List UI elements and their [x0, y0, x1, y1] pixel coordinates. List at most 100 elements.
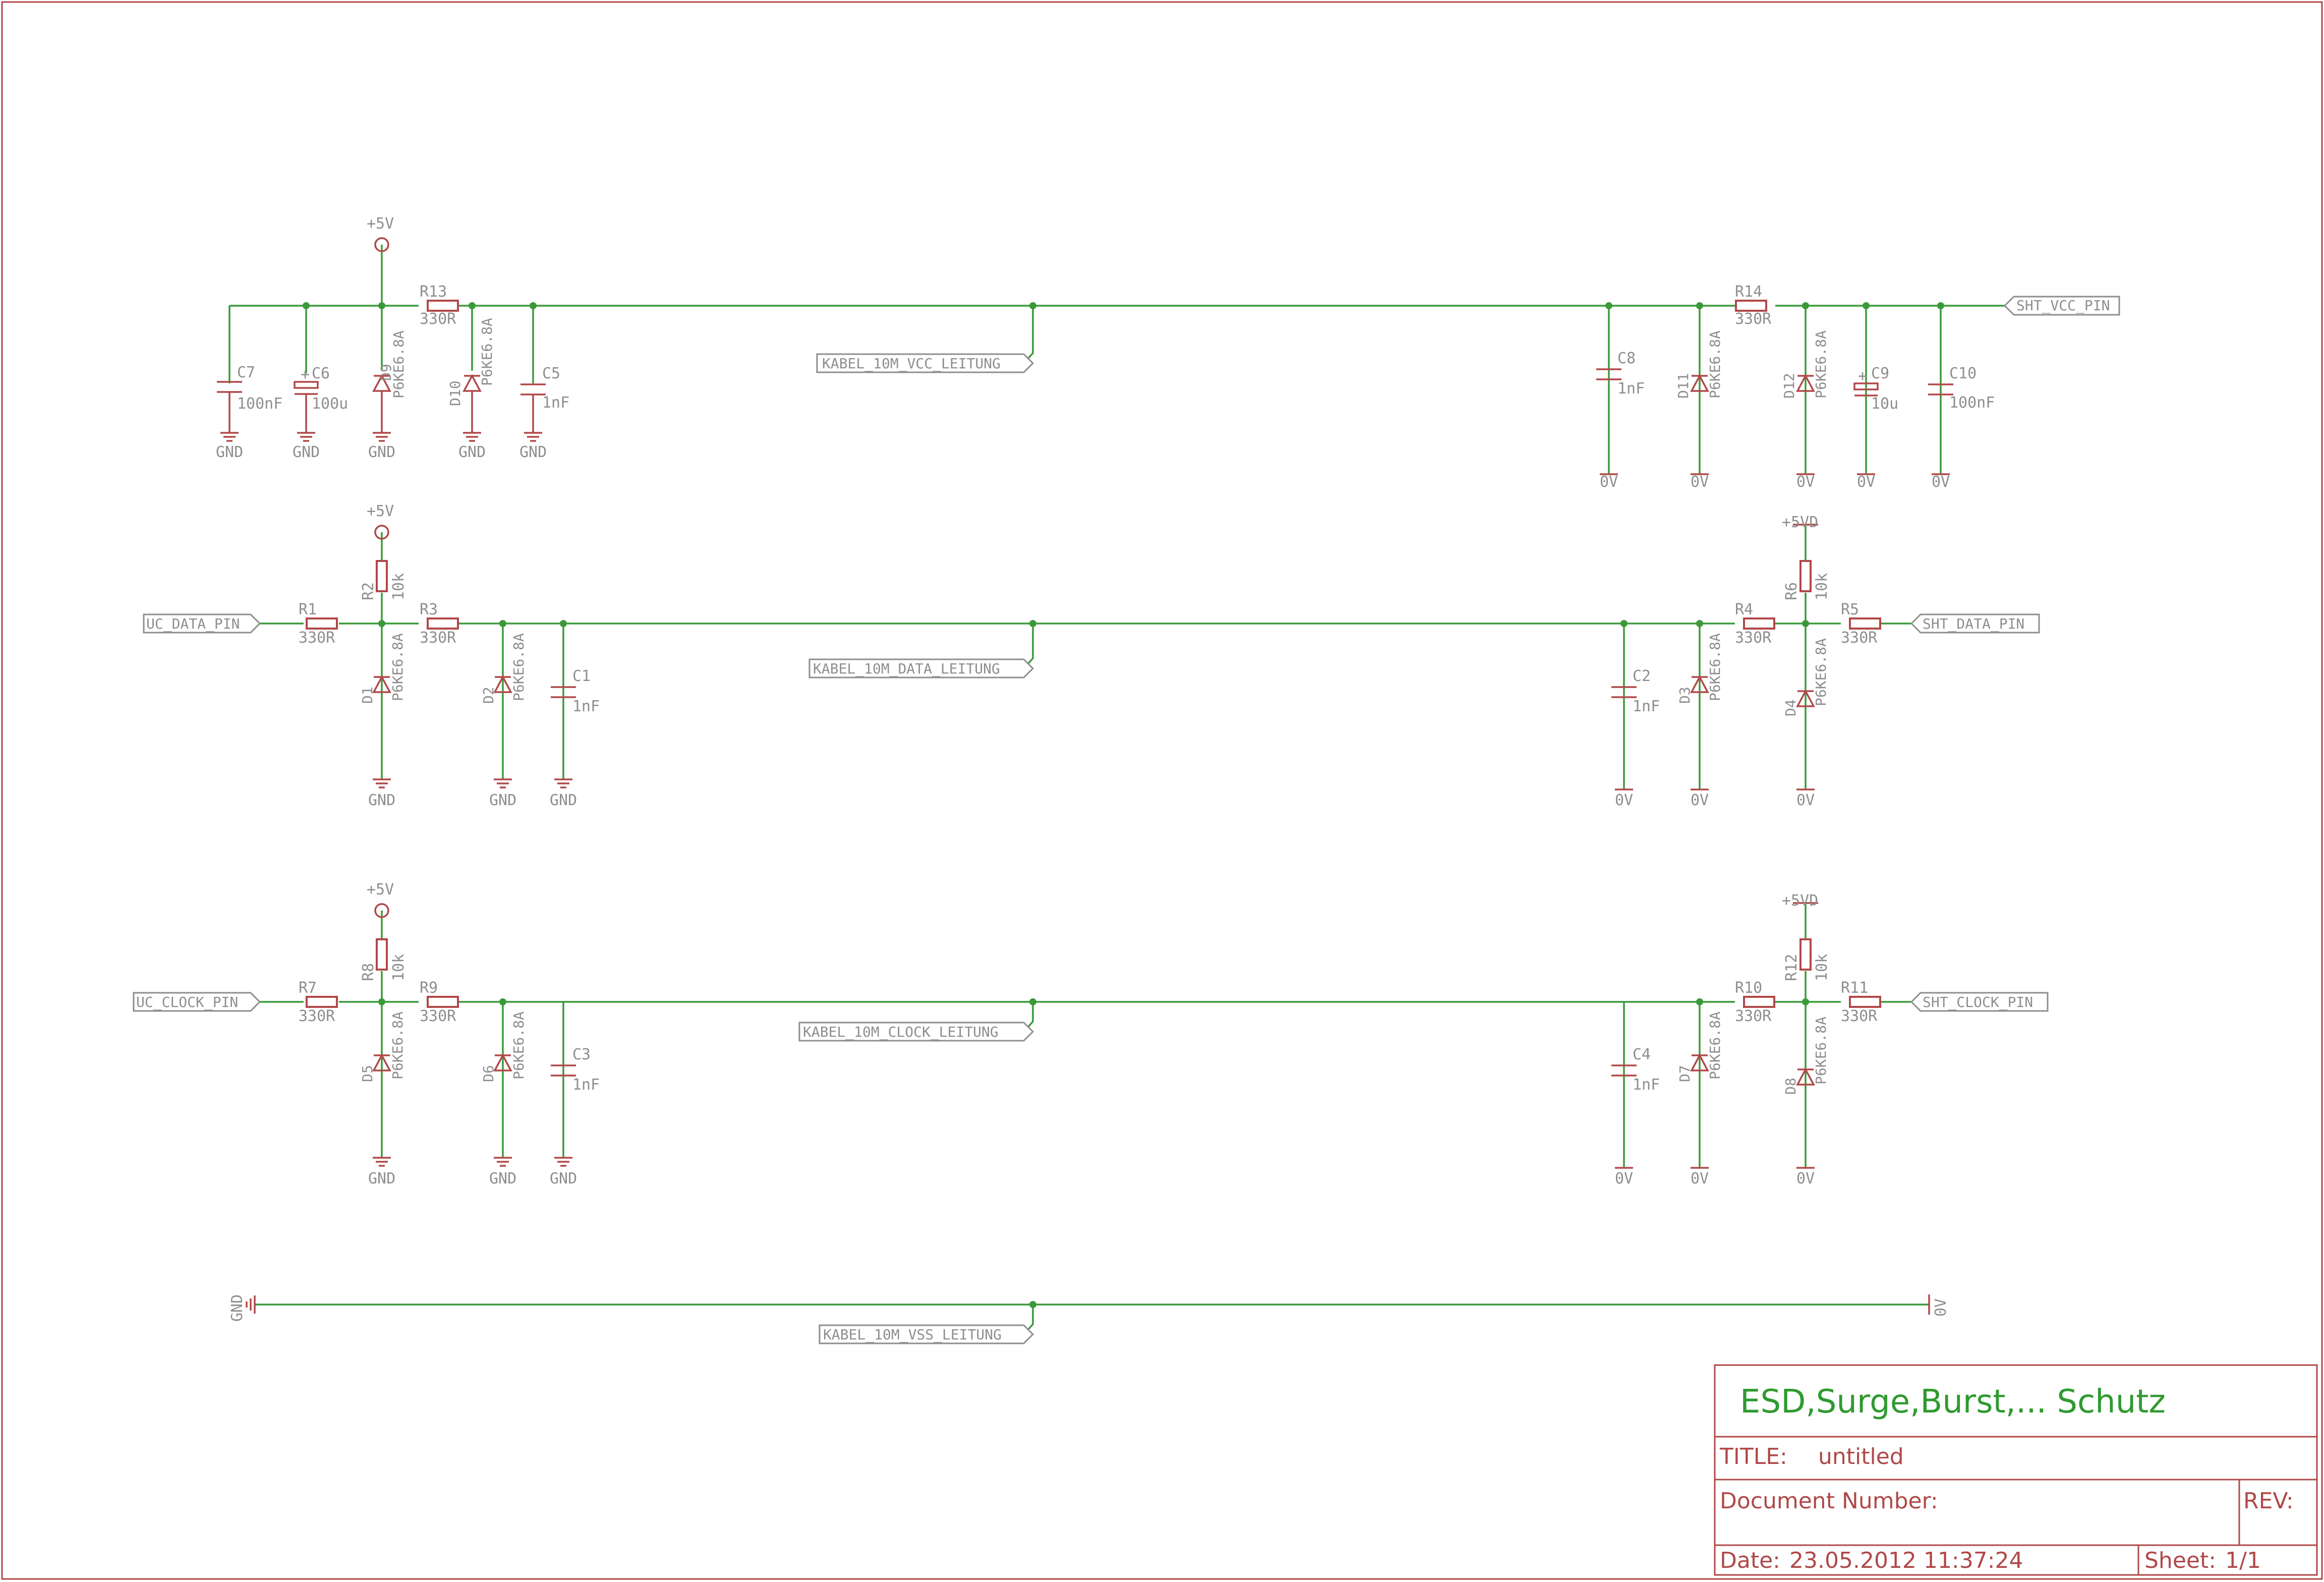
d5-name: D5: [359, 1065, 376, 1082]
resistor-r4: [1743, 617, 1775, 630]
tvs-diode-d6: [493, 1053, 512, 1071]
c7-name: C7: [237, 364, 255, 381]
net-flag-uc-clock-pin: [133, 992, 261, 1012]
gnd-label: GND: [293, 443, 320, 461]
tvs-diode-d11: [1690, 374, 1709, 392]
net-flag-data-cable: [808, 658, 1034, 679]
d12-value: P6KE6.8A: [1813, 330, 1829, 399]
d8-value: P6KE6.8A: [1813, 1016, 1829, 1085]
d2-value: P6KE6.8A: [510, 633, 527, 701]
gnd-label: GND: [550, 1170, 577, 1188]
uc-data-pin-label: UC_DATA_PIN: [146, 615, 240, 633]
zero-v-label: 0V: [1615, 1170, 1633, 1188]
capacitor-c2: [1611, 686, 1637, 698]
zero-v-label: 0V: [1615, 792, 1633, 809]
junction: [378, 620, 385, 627]
c3-name: C3: [572, 1046, 591, 1063]
d9-name: D9: [378, 364, 394, 381]
c9-name: C9: [1871, 365, 1889, 382]
date-label: Date:: [1720, 1548, 1780, 1573]
r4-value: 330R: [1735, 629, 1772, 647]
net-flag-sht-vcc-pin: [2003, 296, 2120, 316]
r3-name: R3: [420, 601, 438, 618]
gnd-label: GND: [519, 443, 547, 461]
r9-value: 330R: [420, 1007, 456, 1025]
resistor-r9: [427, 996, 459, 1008]
d10-name: D10: [447, 380, 463, 406]
capacitor-c3: [551, 1064, 576, 1077]
capacitor-c6: [294, 381, 319, 395]
c6-value: 100u: [312, 395, 348, 413]
supply-5v-symbol: [374, 903, 389, 918]
resistor-r3: [427, 617, 459, 630]
vcc-section: +5V R13 330R R14 330R C7 100nF + C6 100u…: [216, 215, 2120, 491]
r2-name: R2: [360, 582, 377, 600]
resistor-r2: [376, 560, 388, 592]
supply-5v-label: +5V: [367, 502, 394, 520]
c4-value: 1nF: [1633, 1076, 1660, 1094]
junction: [1029, 1301, 1036, 1308]
supply-5vd-label: +5VD: [1782, 514, 1818, 531]
c1-name: C1: [572, 667, 591, 685]
supply-5v-label: +5V: [367, 215, 394, 233]
sheet-value: 1/1: [2225, 1548, 2261, 1573]
title-block-frame: [1714, 1364, 2318, 1576]
r13-value: 330R: [420, 310, 456, 328]
d4-value: P6KE6.8A: [1813, 638, 1829, 706]
junction: [1802, 302, 1809, 309]
r12-value: 10k: [1813, 954, 1831, 981]
zero-v-label: 0V: [1857, 473, 1875, 491]
zero-v-label: 0V: [1796, 1170, 1815, 1188]
r6-value: 10k: [1813, 573, 1831, 600]
resistor-r14: [1735, 300, 1767, 312]
junction: [1937, 302, 1944, 309]
junction: [378, 998, 385, 1005]
junction: [1620, 620, 1628, 627]
r1-value: 330R: [299, 629, 335, 647]
c1-value: 1nF: [572, 698, 600, 715]
d6-name: D6: [480, 1065, 497, 1082]
gnd-symbol-vss: [246, 1295, 256, 1314]
zero-v-label: 0V: [1691, 1170, 1709, 1188]
r8-value: 10k: [390, 954, 408, 981]
tvs-diode-d7: [1690, 1053, 1709, 1071]
zero-v-label: 0V: [1796, 792, 1815, 809]
junction: [1029, 998, 1036, 1005]
net-flag-sht-clock-pin: [1910, 992, 2049, 1012]
data-section: UC_DATA_PIN +5V R1 330R R2 10k R3 330R D…: [143, 502, 2040, 809]
junction: [469, 302, 476, 309]
d10-value: P6KE6.8A: [479, 318, 495, 386]
zero-v-label: 0V: [1600, 473, 1618, 491]
junction: [560, 620, 567, 627]
title-block: ESD,Surge,Burst,... Schutz TITLE: untitl…: [1714, 1364, 2318, 1576]
r5-value: 330R: [1841, 629, 1878, 647]
r10-name: R10: [1735, 979, 1762, 997]
r11-name: R11: [1841, 979, 1868, 997]
c3-value: 1nF: [572, 1076, 600, 1094]
resistor-r13: [427, 300, 459, 312]
d11-value: P6KE6.8A: [1707, 330, 1723, 399]
junction: [1696, 620, 1703, 627]
gnd-label: GND: [368, 1170, 395, 1188]
clock-cable-label: KABEL_10M_CLOCK_LEITUNG: [803, 1024, 999, 1041]
junction: [1696, 998, 1703, 1005]
capacitor-c1: [551, 686, 576, 698]
c5-name: C5: [542, 365, 560, 382]
d9-value: P6KE6.8A: [390, 330, 407, 399]
junction: [1696, 302, 1703, 309]
net-flag-sht-data-pin: [1910, 613, 2040, 634]
d7-value: P6KE6.8A: [1707, 1011, 1723, 1080]
resistor-r7: [306, 996, 338, 1008]
resistor-r8: [376, 938, 388, 971]
junction: [1029, 302, 1036, 309]
r1-name: R1: [299, 601, 317, 618]
gnd-label: GND: [368, 792, 395, 809]
c8-name: C8: [1617, 350, 1636, 367]
resistor-r12: [1799, 938, 1812, 971]
c4-name: C4: [1633, 1046, 1651, 1063]
r7-name: R7: [299, 979, 317, 997]
gnd-label: GND: [489, 792, 516, 809]
capacitor-c4: [1611, 1064, 1637, 1077]
zero-v-label: 0V: [1691, 473, 1709, 491]
